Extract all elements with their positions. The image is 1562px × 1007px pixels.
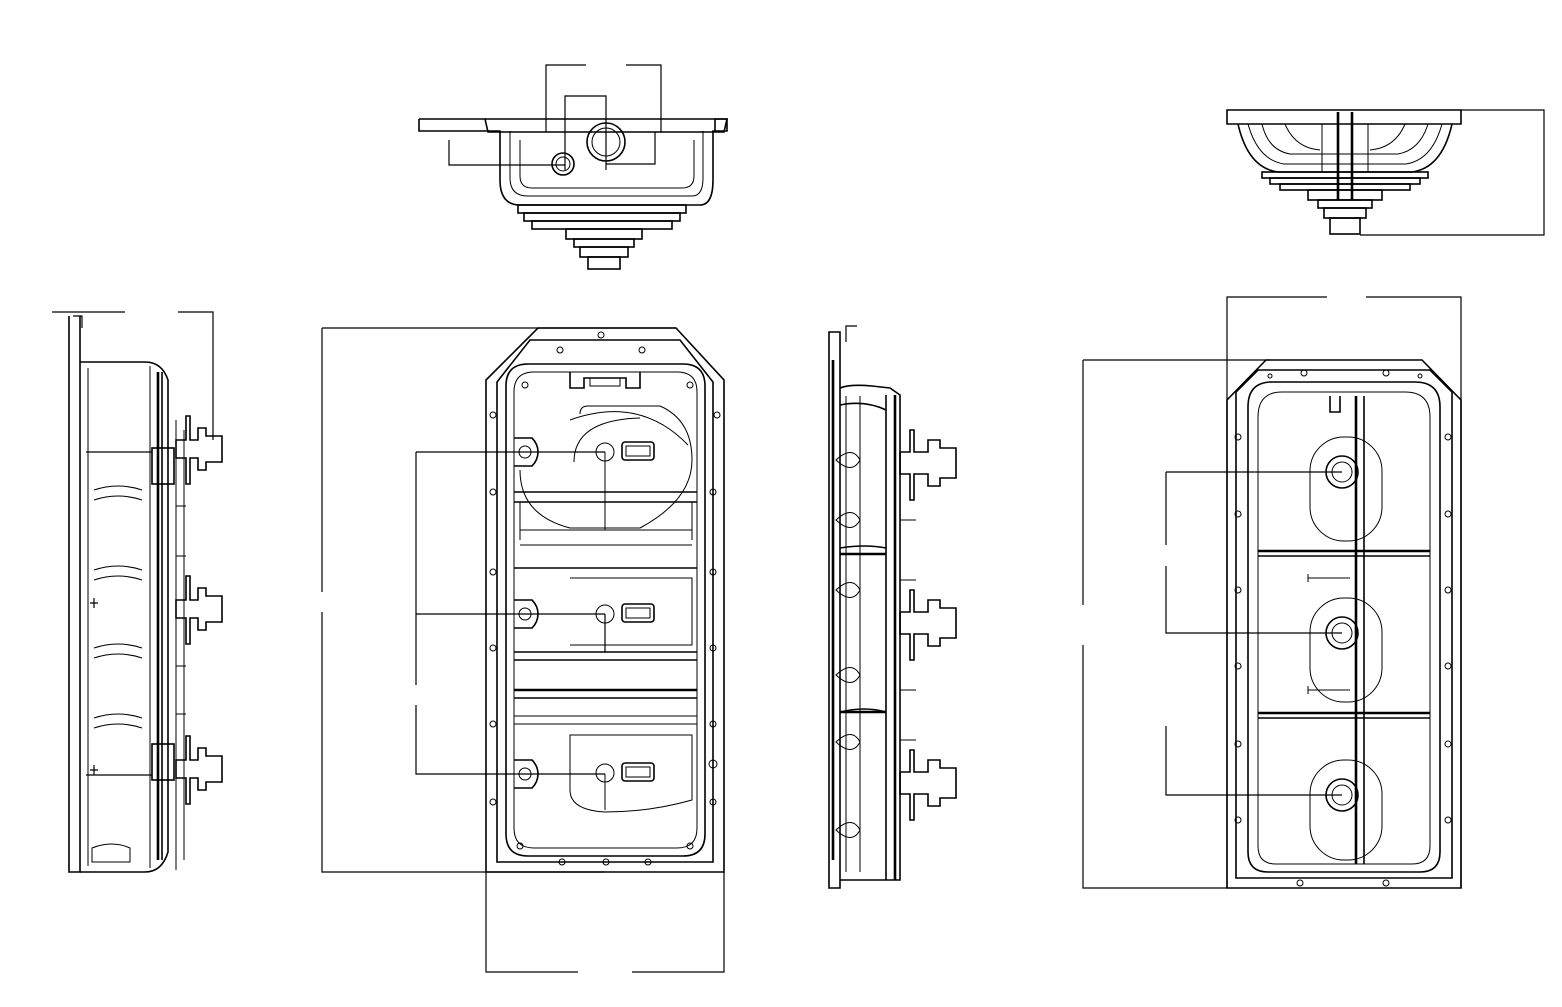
front-view — [321, 327, 725, 973]
bottom-view — [1082, 296, 1462, 889]
right-end-view — [1226, 109, 1545, 236]
top-end-view — [418, 64, 729, 270]
right-side-view — [828, 325, 957, 889]
left-side-view — [52, 311, 223, 873]
